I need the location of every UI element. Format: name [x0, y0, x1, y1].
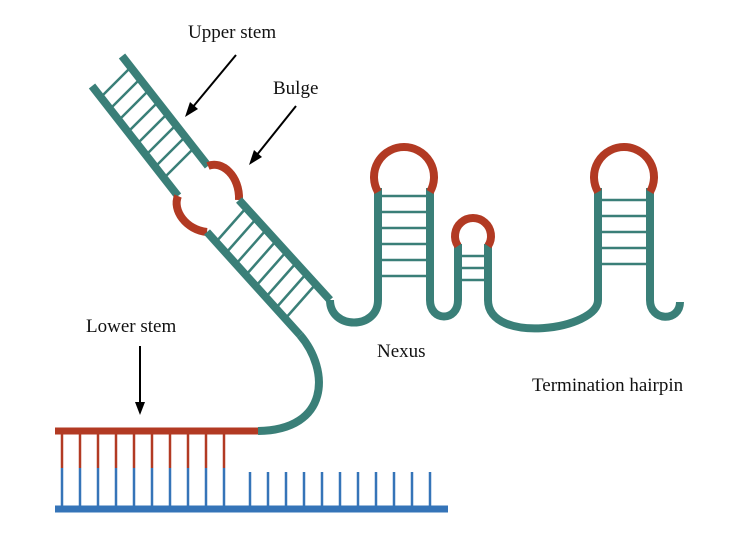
upper-stem-base-pairs [100, 66, 195, 179]
bulge-label: Bulge [273, 78, 318, 99]
target-dna-bases [60, 468, 432, 509]
upper-stem-arrow [185, 54, 237, 117]
small-hairpin-loop [451, 214, 495, 249]
lower-diagonal-stem [204, 197, 333, 338]
nexus-backbone [326, 188, 382, 327]
small-hairpin-base-pairs [458, 254, 488, 282]
linker-to-guide [257, 332, 323, 435]
termination-hairpin-base-pairs [598, 198, 650, 266]
termination-tail [646, 299, 684, 321]
guide-strand-bases [60, 431, 226, 468]
nexus-hairpin-base-pairs [378, 194, 430, 278]
termination-hairpin-label: Termination hairpin [532, 375, 684, 396]
bulge-arrow [249, 105, 297, 165]
lower-stem-label: Lower stem [86, 316, 176, 337]
nexus-label: Nexus [377, 341, 426, 362]
bulge [172, 160, 243, 236]
nexus-hairpin-loop [370, 143, 438, 194]
upper-stem [88, 53, 212, 199]
termination-connector [484, 188, 602, 333]
lower-diagonal-stem-base-pairs [215, 207, 316, 320]
lower-stem-arrow [135, 346, 145, 415]
termination-hairpin-loop [590, 143, 658, 194]
upper-stem-label: Upper stem [188, 22, 276, 43]
nexus-connector [426, 244, 462, 321]
